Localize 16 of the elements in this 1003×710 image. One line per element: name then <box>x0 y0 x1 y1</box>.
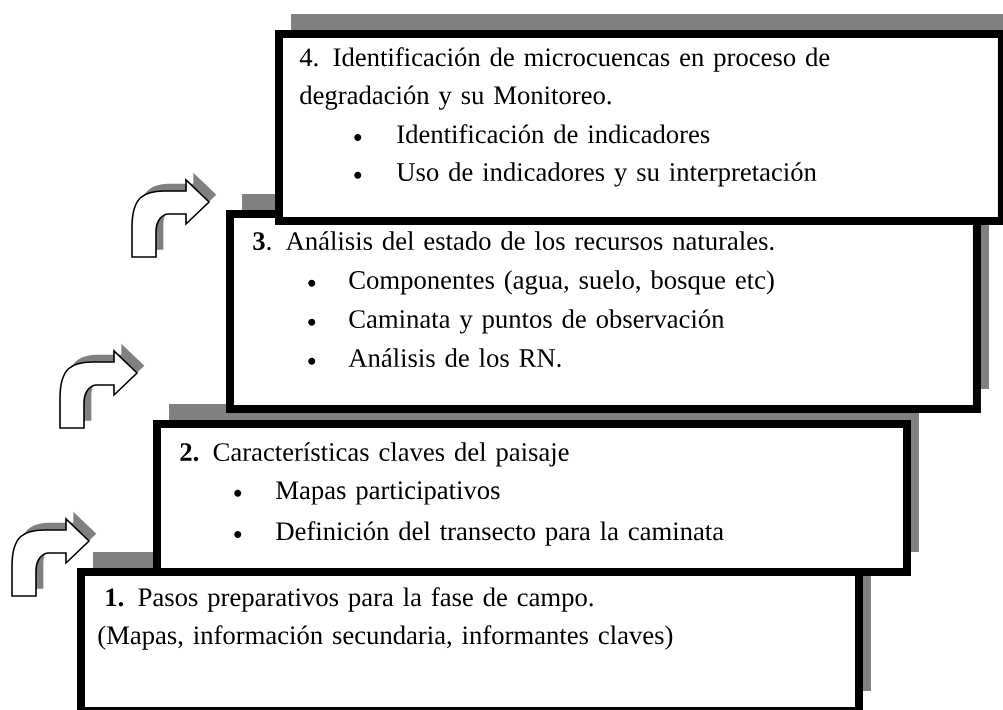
bullet-item: Caminata y puntos de observación <box>308 309 725 334</box>
bullet-item: Identificación de indicadores <box>354 124 710 144</box>
step-box <box>153 420 911 576</box>
step-heading: 1. Pasos preparativos para la fase de campo. <box>106 587 593 612</box>
note-text: (Mapas, información secundaria, informantes claves) <box>98 625 673 650</box>
bullet-item: Mapas participativos <box>234 481 500 505</box>
bullet-item: Definición del transecto para la caminata <box>234 521 724 546</box>
bullet-item: Análisis de los RN. <box>308 348 561 368</box>
bullet-item: Componentes (agua, suelo, bosque etc) <box>308 270 774 295</box>
bullet-item: Uso de indicadores y su interpretación <box>354 162 817 187</box>
step-heading: 2. Características claves del paisaje <box>180 442 569 467</box>
step-heading: 4. Identificación de microcuencas en proceso de degradación y su Monitoreo. <box>299 47 830 110</box>
step-box <box>226 210 981 413</box>
step-box <box>77 568 863 710</box>
step-heading: 3. Análisis del estado de los recursos naturales. <box>253 231 774 251</box>
step-box <box>275 30 1003 225</box>
